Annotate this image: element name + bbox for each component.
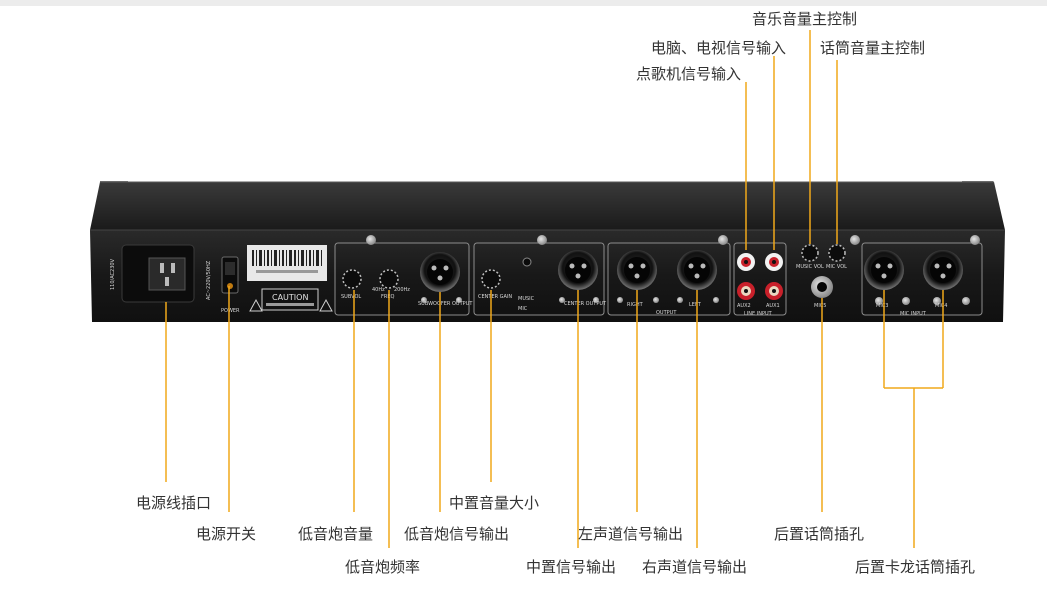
caution-print: CAUTION [272, 293, 308, 302]
rca-aux2-white [737, 253, 755, 271]
right-print: RIGHT [627, 302, 644, 308]
chassis-top [90, 182, 1005, 230]
subvol-print: SUBVOL [341, 294, 361, 300]
power-label-print: POWER [221, 308, 240, 314]
mic-vol-print: MIC VOL [826, 264, 847, 270]
mic-vol-knob [828, 244, 846, 262]
rca-aux1-red [765, 282, 783, 300]
music-print: MUSIC [518, 296, 535, 302]
center-output-print: CENTER OUTPUT [564, 301, 607, 307]
mic-print: MIC [518, 306, 528, 312]
callout-mic-master-volume: 话筒音量主控制 [820, 39, 926, 57]
mic5-print: MIC5 [814, 303, 826, 309]
caution-label [249, 288, 333, 312]
rear-mic-jack [811, 276, 833, 298]
mic3-xlr-input [864, 250, 904, 290]
power-spec-print: AC~220V/50HZ [206, 260, 212, 300]
callout-karaoke-input: 点歌机信号输入 [636, 65, 742, 83]
callout-power-switch: 电源开关 [196, 525, 257, 543]
callout-left-output: 左声道信号输出 [578, 525, 684, 543]
callout-rear-mic-jack: 后置话筒插孔 [774, 525, 865, 543]
center-gain-print: CENTER GAIN [478, 294, 512, 300]
left-xlr-output [677, 250, 717, 290]
rca-aux1-white [765, 253, 783, 271]
subvol-knob [342, 269, 362, 289]
panel-section-outlines [334, 242, 983, 316]
mic4-print: MIC4 [935, 303, 947, 309]
callout-sub-volume: 低音炮音量 [298, 525, 374, 543]
power-socket [121, 244, 195, 303]
mic3-print: MIC3 [876, 303, 888, 309]
leader-lines [165, 30, 944, 548]
callout-pc-tv-input: 电脑、电视信号输入 [651, 39, 787, 57]
callout-sub-output: 低音炮信号输出 [404, 525, 510, 543]
callout-sub-frequency: 低音炮频率 [345, 558, 421, 576]
aux2-print: AUX2 [737, 303, 751, 309]
callout-center-output: 中置信号输出 [526, 558, 617, 576]
music-vol-print: MUSIC VOL [796, 264, 824, 270]
freq-high-print: 200Hz [394, 287, 410, 293]
callout-center-volume: 中置音量大小 [449, 494, 540, 512]
callout-right-output: 右声道信号输出 [642, 558, 748, 576]
callout-rear-xlr-mic: 后置卡龙话筒插孔 [855, 558, 976, 576]
mic4-xlr-input [923, 250, 963, 290]
aux1-print: AUX1 [766, 303, 780, 309]
rca-aux2-red [737, 282, 755, 300]
center-xlr-output [558, 250, 598, 290]
serial-barcode-sticker [247, 245, 327, 281]
voltage-print: 110/AC230V [110, 258, 116, 290]
callout-music-master-volume: 音乐音量主控制 [752, 10, 858, 28]
output-print: OUTPUT [656, 310, 677, 316]
music-vol-knob [801, 244, 819, 262]
center-gain-knob [481, 269, 501, 289]
power-switch [221, 256, 239, 294]
mic-input-print: MIC INPUT [900, 311, 927, 317]
callout-power-socket: 电源线插口 [136, 494, 212, 512]
top-band [0, 0, 1047, 6]
line-input-print: LINE INPUT [744, 311, 773, 317]
right-xlr-output [617, 250, 657, 290]
subwoofer-output-print: SUBWOOFER OUTPUT [418, 301, 473, 307]
music-mic-selector [522, 257, 532, 267]
left-print: LEFT [689, 302, 702, 308]
freq-knob [379, 269, 399, 289]
freq-low-print: 40Hz [372, 287, 385, 293]
subwoofer-xlr-output [420, 252, 460, 292]
freq-print: FREQ [381, 294, 395, 300]
panel-screws [366, 235, 980, 305]
